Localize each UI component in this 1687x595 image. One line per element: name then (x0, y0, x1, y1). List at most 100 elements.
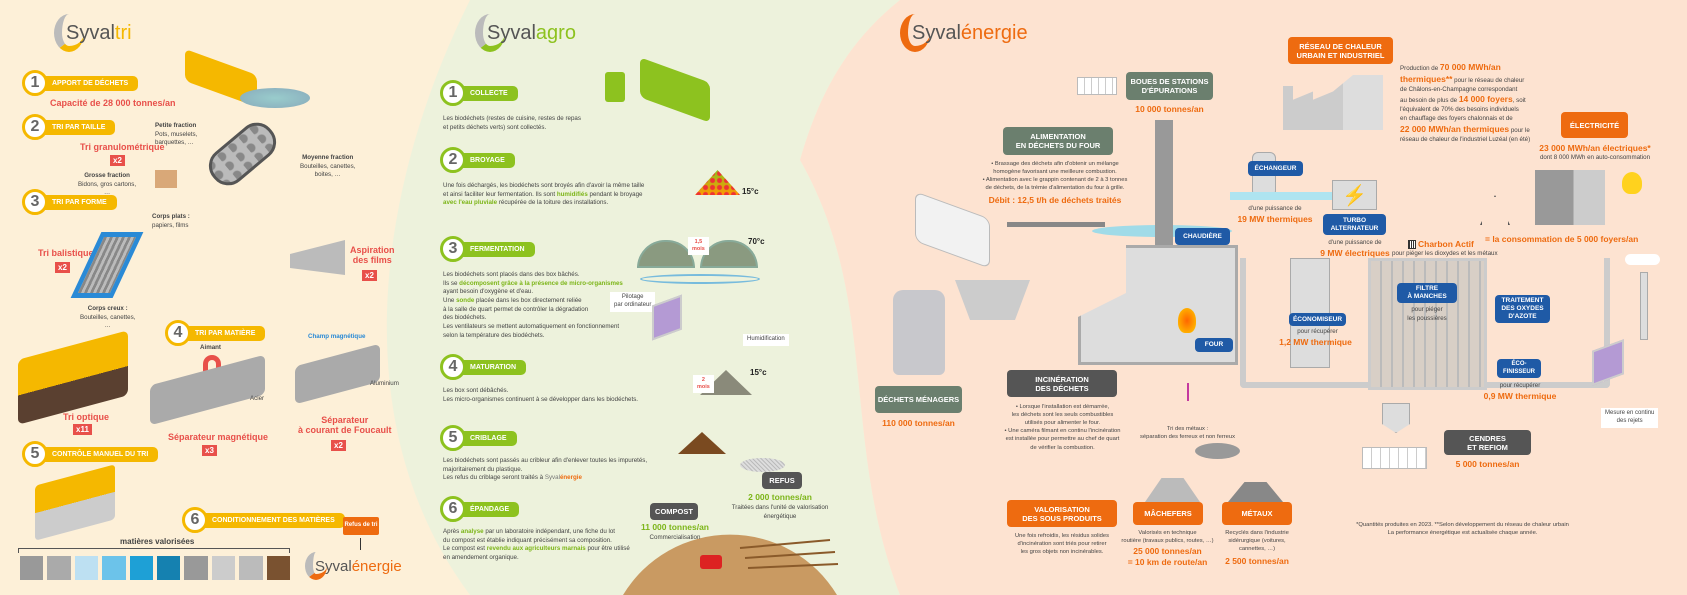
flame-icon (1178, 308, 1196, 333)
grosse-desc: Bidons, gros cartons, … (78, 180, 137, 197)
foucault-count: x2 (331, 440, 346, 451)
valorisation-box: VALORISATION DES SOUS PRODUITS (1007, 500, 1117, 527)
machefers-box: MÂCHEFERS (1133, 502, 1203, 525)
turbo-note: d'une puissance de (1328, 239, 1382, 246)
traitement-box: TRAITEMENT DES OXYDES D'AZOTE (1495, 295, 1550, 323)
cendres-box: CENDRES ET REFIOM (1444, 430, 1531, 455)
metaux-amount: 2 500 tonnes/an (1225, 556, 1289, 566)
steam-pipe (1230, 192, 1335, 200)
footnote: *Quantités produites en 2023. **Selon dé… (1356, 522, 1569, 537)
creux-desc: Bouteilles, canettes, … (80, 313, 136, 330)
field (623, 534, 837, 595)
light-bulb-icon (1622, 172, 1642, 194)
matieres-label: matières valorisées (120, 537, 195, 546)
cendres-amount: 5 000 tonnes/an (1455, 459, 1520, 469)
granulo-title: Tri granulométrique (80, 142, 165, 152)
economiseur-note: pour récupérer (1297, 328, 1338, 335)
magenta-arrow-icon (1187, 383, 1189, 401)
refus-sieve-icon (740, 458, 785, 472)
electricite-box: ÉLECTRICITÉ (1561, 112, 1628, 138)
cardboard-box-icon (155, 170, 177, 188)
mesure-label: Mesure en continu des rejets (1601, 408, 1659, 428)
houses-icon (1535, 170, 1605, 225)
economiseur-box: ÉCONOMISEUR (1289, 313, 1346, 326)
ecofinisseur-box: ÉCO-FINISSEUR (1497, 359, 1541, 378)
magnetique-title: Séparateur magnétique (168, 432, 269, 442)
alimentation-text: • Brassage des déchets afin d'obtenir un… (982, 161, 1128, 192)
turbo-power: 9 MW électriques (1320, 248, 1390, 258)
bracket (18, 548, 290, 553)
humidification-label: Humidification (743, 334, 789, 346)
temp-3: 15°c (750, 368, 767, 377)
electricite-amount: 23 000 MWh/an électriques* (1539, 143, 1651, 153)
plats-desc: papiers, films (152, 221, 189, 229)
sludge-truck-icon (1077, 77, 1117, 95)
incineration-box: INCINÉRATION DES DÉCHETS (1007, 370, 1117, 397)
economiseur-power: 1,2 MW thermique (1279, 337, 1352, 347)
fans-icon (640, 274, 760, 284)
refus-note: Traitées dans l'unité de valorisation én… (731, 504, 829, 520)
turbo-alternateur-box: TURBO ALTERNATEUR (1323, 214, 1386, 235)
filtre-box: FILTRE À MANCHES (1397, 283, 1457, 303)
temp-2: 70°c (748, 237, 765, 246)
criblage-text: Les biodéchets sont passés au cribleur a… (443, 457, 648, 482)
machefers-text: Valorisés en technique routière (travaux… (1121, 530, 1214, 545)
chaudiere-note: d'une puissance de (1248, 205, 1302, 212)
refus-amount: 2 000 tonnes/an (748, 492, 812, 502)
compost-box: COMPOST (650, 503, 698, 520)
metaux-box: MÉTAUX (1222, 502, 1292, 525)
creux-title: Corps creux : (87, 305, 128, 312)
petite-desc: Pots, muselets, barquettes, … (155, 130, 198, 147)
refus-de-tri-box: Refus de tri (343, 517, 379, 535)
incineration-text: • Lorsque l'installation est démarrée, l… (1004, 404, 1121, 451)
alimentation-box: ALIMENTATION EN DÉCHETS DU FOUR (1003, 127, 1113, 155)
capacity-text: Capacité de 28 000 tonnes/an (50, 98, 176, 108)
dechets-menagers-box: DÉCHETS MÉNAGERS (875, 386, 962, 413)
balistique-title: Tri balistique (38, 248, 94, 258)
material-bales (20, 556, 291, 580)
granulo-count: x2 (110, 155, 125, 166)
bag-filter-icon (1368, 258, 1487, 390)
metaux-text: Recyclés dans l'industrie sidérurgique (… (1225, 530, 1289, 553)
aspiration-count: x2 (362, 270, 377, 281)
filtre-note: pour piéger les poussières (1407, 306, 1447, 322)
temp-1: 15°c (742, 187, 759, 196)
reseau-text: Production de 70 000 MWh/an thermiques**… (1400, 62, 1531, 143)
lightning-bolt-icon: ⚡ (1332, 180, 1377, 210)
balistique-count: x2 (55, 262, 70, 273)
electricite-note: dont 8 000 MWh en auto-consommation (1539, 154, 1651, 161)
compost-amount: 11 000 tonnes/an (640, 522, 710, 532)
ash-truck-icon (1362, 447, 1427, 469)
broyage-text: Une fois déchargés, les biodéchets sont … (443, 182, 645, 207)
charbon-label: Charbon Actif (1418, 239, 1474, 249)
boues-box: BOUES DE STATIONS D'ÉPURATIONS (1126, 72, 1213, 100)
ecofinisseur-power: 0,9 MW thermique (1483, 391, 1557, 401)
champ-label: Champ magnétique (308, 333, 366, 340)
chaudiere-box: CHAUDIÈRE (1175, 228, 1230, 245)
duration-2: 2 mois (693, 375, 714, 394)
collecte-text: Les biodéchets (restes de cuisine, reste… (443, 115, 581, 131)
boues-amount: 10 000 tonnes/an (1135, 104, 1204, 114)
household-waste-bin-icon (893, 290, 945, 375)
moyenne-title: Moyenne fraction (302, 154, 354, 161)
electricite-equiv: = la consommation de 5 000 foyers/an (1485, 234, 1639, 244)
refus-box: REFUS (762, 472, 802, 489)
petite-title: Petite fraction (155, 122, 197, 129)
grosse-title: Grosse fraction (84, 172, 130, 179)
charbon-note: pour piéger les dioxydes et les métaux (1392, 250, 1498, 257)
magnet-icon (203, 355, 221, 373)
echangeur-box: ÉCHANGEUR (1248, 161, 1303, 176)
valorisation-text: Une fois refroidis, les résidus solides … (1014, 533, 1110, 556)
